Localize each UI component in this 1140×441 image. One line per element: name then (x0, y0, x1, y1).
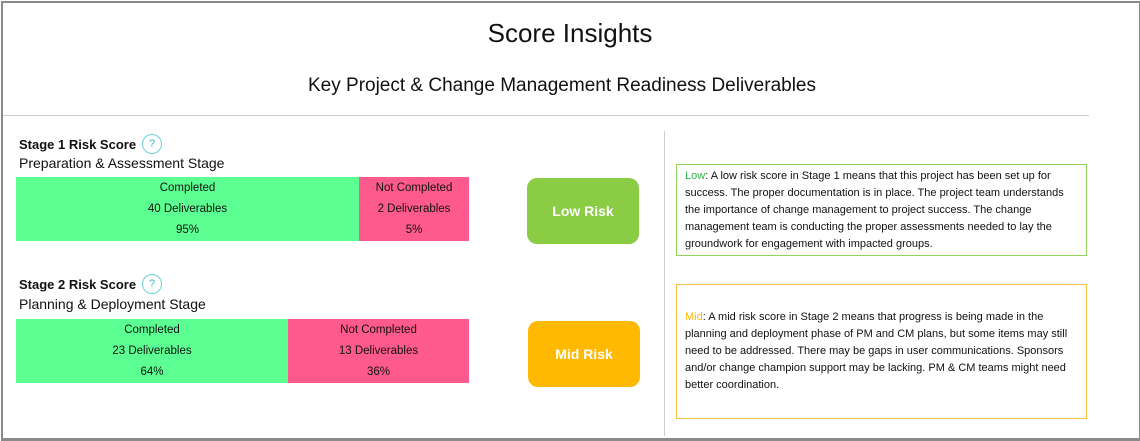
stage-1-risk-badge: Low Risk (527, 178, 639, 244)
stage-1-risk-note: Low: A low risk score in Stage 1 means t… (676, 164, 1087, 256)
header-divider (3, 115, 1089, 116)
risk-level-low: Low (685, 169, 706, 182)
risk-level-mid: Mid (685, 311, 703, 323)
risk-note-text: A low risk score in Stage 1 means that t… (685, 169, 1064, 250)
not-completed-label: Not Completed (340, 323, 417, 336)
completed-count: 23 Deliverables (112, 344, 192, 357)
completed-count: 40 Deliverables (147, 202, 228, 215)
stage-2-risk-badge: Mid Risk (528, 321, 640, 387)
stage-2-risk-note: Mid: A mid risk score in Stage 2 means t… (676, 284, 1087, 419)
not-completed-percent: 36% (366, 365, 391, 378)
stage-1-subtitle: Preparation & Assessment Stage (19, 155, 225, 171)
help-icon[interactable]: ? (142, 134, 163, 154)
completed-percent: 64% (140, 365, 164, 378)
stage-2-heading: Stage 2 Risk Score ? (19, 274, 163, 294)
completed-percent: 95% (175, 223, 200, 236)
help-icon[interactable]: ? (142, 274, 163, 294)
stage-1-not-completed-segment: Not Completed 2 Deliverables 5% (359, 177, 469, 241)
completed-label: Completed (159, 181, 216, 194)
column-divider (664, 131, 665, 436)
completed-label: Completed (124, 323, 180, 336)
page-title: Score Insights (487, 18, 653, 48)
not-completed-count: 2 Deliverables (377, 202, 451, 215)
stage-1-heading: Stage 1 Risk Score ? (19, 134, 163, 154)
stage-1-progress-bar: Completed 40 Deliverables 95% Not Comple… (16, 177, 469, 241)
stage-2-title: Stage 2 Risk Score (19, 276, 137, 292)
not-completed-label: Not Completed (375, 181, 453, 194)
stage-2-not-completed-segment: Not Completed 13 Deliverables 36% (288, 319, 469, 383)
page-subtitle: Key Project & Change Management Readines… (308, 75, 816, 96)
stage-2-progress-bar: Completed 23 Deliverables 64% Not Comple… (16, 319, 469, 383)
stage-1-completed-segment: Completed 40 Deliverables 95% (16, 177, 359, 241)
not-completed-count: 13 Deliverables (338, 344, 419, 357)
stage-1-title: Stage 1 Risk Score (19, 136, 137, 152)
stage-2-subtitle: Planning & Deployment Stage (19, 296, 206, 312)
not-completed-percent: 5% (405, 223, 423, 236)
stage-2-completed-segment: Completed 23 Deliverables 64% (16, 319, 288, 383)
risk-note-text: A mid risk score in Stage 2 means that p… (685, 311, 1068, 391)
